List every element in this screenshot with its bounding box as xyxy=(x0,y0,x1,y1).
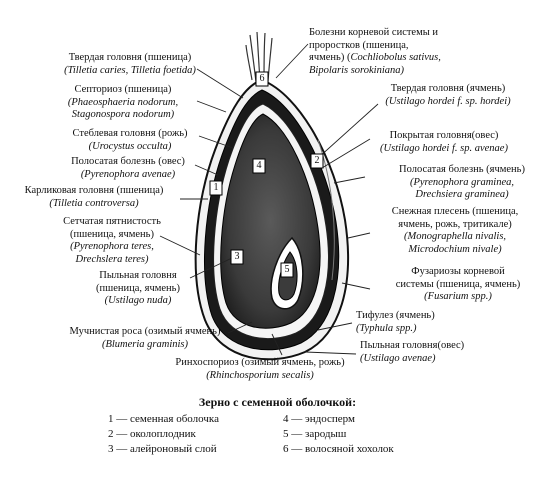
label-text: Пыльная головня xyxy=(99,270,177,281)
label-powdery-mildew: Мучнистая роса (озимый ячмень) (Blumeria… xyxy=(60,326,230,351)
label-species: (Ustilago avenae) xyxy=(360,352,436,364)
label-stripe-barley: Полосатая болезнь (ячмень) (Pyrenophora … xyxy=(382,164,542,202)
label-typhula: Тифулез (ячмень) (Typhula spp.) xyxy=(356,310,496,335)
number-label-2: 2 xyxy=(314,155,320,166)
label-species-2: Drechsiera graminea) xyxy=(415,189,509,200)
label-text-2: проростков (пшеница, xyxy=(309,39,409,51)
label-species: (Tilletia controversa) xyxy=(49,197,139,209)
label-text: Стеблевая головня (рожь) xyxy=(72,128,188,139)
label-species-2: Microdochium nivale) xyxy=(408,243,502,255)
number-label-5: 5 xyxy=(284,264,290,275)
label-stripe-oat: Полосатая болезнь (овес) (Pyrenophora av… xyxy=(58,156,198,181)
label-species: (Ustilago hordei f. sp. hordei) xyxy=(385,95,511,107)
label-species: (Pyrenophora graminea, xyxy=(409,176,514,188)
label-species: (Urocystus occulta) xyxy=(88,140,172,152)
leader-lines xyxy=(159,43,379,356)
label-text: Полосатая болезнь (овес) xyxy=(71,156,185,167)
label-species-2: Stagonospora nodorum) xyxy=(71,109,175,120)
label-text: Покрытая головня(овес) xyxy=(389,130,499,141)
label-scald: Ринхоспориоз (озимый ячмень, рожь) (Rhin… xyxy=(160,357,360,382)
label-root-diseases: Болезни корневой системы и проростков (п… xyxy=(309,27,469,77)
label-fusarium: Фузариозы корневой системы (пшеница, ячм… xyxy=(378,266,538,304)
label-text: Сетчатая пятнистость xyxy=(63,216,161,227)
label-hosts: системы (пшеница, ячмень) xyxy=(395,278,521,290)
label-species: (Typhula spp.) xyxy=(356,322,417,334)
label-text: Твердая головня (ячмень) xyxy=(390,83,506,94)
label-species-2: Bipolaris sorokiniana) xyxy=(309,64,404,76)
label-hosts: (пшеница, ячмень) xyxy=(70,228,154,240)
label-hosts: ячмень, рожь, тритикале) xyxy=(398,218,512,230)
label-snow-mold: Снежная плесень (пшеница, ячмень, рожь, … xyxy=(375,206,535,256)
label-text-3: ячмень) (Cochliobolus sativus, xyxy=(309,52,469,65)
label-species: (Ustilago nuda) xyxy=(104,295,172,306)
label-species: (Blumeria graminis) xyxy=(101,338,189,350)
label-text: Полосатая болезнь (ячмень) xyxy=(399,164,525,175)
number-label-4: 4 xyxy=(256,160,262,171)
label-species: (Monographella nivalis, xyxy=(403,231,507,242)
legend-item-embryo: 5 — зародыш xyxy=(283,428,347,440)
label-text: Пыльная головня(овес) xyxy=(360,340,465,351)
label-text: Ринхоспориоз (озимый ячмень, рожь) xyxy=(175,357,345,368)
legend-item-seed-coat: 1 — семенная оболочка xyxy=(108,413,219,425)
label-species: (Fusarium spp.) xyxy=(424,291,492,302)
label-species: (Rhinchosporium secalis) xyxy=(206,369,314,381)
legend-item-pericarp: 2 — околоплодник xyxy=(108,428,196,440)
label-text: Септориоз (пшеница) xyxy=(74,84,172,95)
number-label-3: 3 xyxy=(234,251,240,262)
label-species: (Pyrenophora teres, xyxy=(70,241,154,252)
legend-title: Зерно с семенной оболочкой: xyxy=(198,395,357,409)
label-loose-smut-oat: Пыльная головня(овес) (Ustilago avenae) xyxy=(360,340,510,365)
label-text: Болезни корневой системы и xyxy=(309,27,439,38)
label-stem-smut: Стеблевая головня (рожь) (Urocystus occu… xyxy=(60,128,200,153)
label-species: (Ustilago hordei f. sp. avenae) xyxy=(380,142,508,154)
label-common-bunt-wheat: Твердая головня (пшеница) (Tilletia cari… xyxy=(60,52,200,77)
label-text: Тифулез (ячмень) xyxy=(356,310,435,321)
label-text: Снежная плесень (пшеница, xyxy=(391,206,519,217)
number-label-1: 1 xyxy=(213,182,219,193)
label-septoria: Септориоз (пшеница) (Phaeosphaeria nodor… xyxy=(48,84,198,122)
label-species: Cochliobolus sativus, xyxy=(350,52,441,63)
label-dwarf-bunt: Карликовая головня (пшеница) (Tilletia c… xyxy=(14,185,174,210)
label-text: Фузариозы корневой xyxy=(411,266,505,277)
label-hosts: ячмень) ( xyxy=(309,52,351,63)
number-boxes xyxy=(209,71,324,278)
label-covered-smut-oat: Покрытая головня(овес) (Ustilago hordei … xyxy=(364,130,524,155)
label-species: (Tilletia caries, Tilletia foetida) xyxy=(64,64,196,76)
label-species-2: Drechslera teres) xyxy=(75,253,149,265)
number-label-6: 6 xyxy=(259,73,265,84)
legend-item-hair-tuft: 6 — волосяной хохолок xyxy=(283,443,394,455)
legend-item-endosperm: 4 — эндосперм xyxy=(283,413,355,425)
label-text: Твердая головня (пшеница) xyxy=(68,52,192,63)
label-species: (Pyrenophora avenae) xyxy=(80,168,176,180)
label-loose-smut: Пыльная головня (пшеница, ячмень) (Ustil… xyxy=(88,270,188,308)
label-text: Карликовая головня (пшеница) xyxy=(24,185,164,196)
label-hosts: (пшеница, ячмень) xyxy=(96,282,180,294)
label-text: Мучнистая роса (озимый ячмень) xyxy=(69,326,221,337)
label-species: (Phaeosphaeria nodorum, xyxy=(67,96,179,108)
label-covered-smut-barley: Твердая головня (ячмень) (Ustilago horde… xyxy=(368,83,528,108)
legend-item-aleurone: 3 — алейроновый слой xyxy=(108,443,217,455)
label-net-blotch: Сетчатая пятнистость (пшеница, ячмень) (… xyxy=(62,216,162,266)
